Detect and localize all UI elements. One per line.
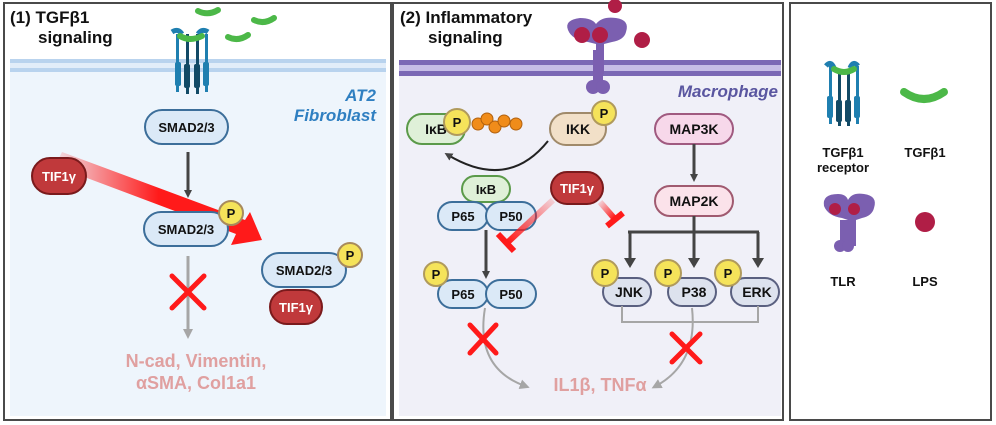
erk-label: ERK — [742, 284, 772, 300]
nfkb-output-arrow — [482, 307, 530, 390]
legend-label-line1: TGFβ1 — [822, 145, 864, 160]
legend-label-lps: LPS — [912, 274, 938, 289]
p65-label: P65 — [451, 287, 474, 302]
smad23-label: SMAD2/3 — [158, 120, 214, 135]
smad23-tif1g-complex: SMAD2/3 P TIF1γ — [261, 242, 363, 325]
erk-node: ERK P — [714, 259, 780, 307]
legend-label-line2: receptor — [816, 160, 870, 175]
panel-legend — [789, 2, 992, 421]
legend-tlr-icon — [823, 193, 875, 252]
blocked-x-icon — [169, 273, 207, 311]
lps-icon — [574, 0, 650, 48]
tif1g-node: TIF1γ — [31, 157, 87, 195]
phospho-icon — [218, 200, 244, 226]
map3k-node: MAP3K — [654, 113, 734, 145]
smad23-node: SMAD2/3 — [144, 109, 229, 145]
mapk-output-arrow — [651, 307, 694, 389]
ikk-label: IKK — [566, 121, 590, 137]
p65-label: P65 — [451, 209, 474, 224]
jnk-label: JNK — [615, 284, 643, 300]
inhibit-nfkb-icon — [495, 197, 556, 254]
ubiquitin-chain-icon — [471, 112, 523, 134]
phospho-label: P — [664, 266, 673, 281]
tgfb1-receptor-icon — [170, 27, 210, 94]
ikk-phosphorylation-arrow — [444, 140, 549, 172]
p50-label: P50 — [499, 287, 522, 302]
phospho-icon — [443, 108, 471, 136]
phospho-label: P — [453, 115, 462, 130]
fibroblast-label-line1: AT2 — [345, 86, 376, 105]
phospho-icon — [423, 261, 449, 287]
legend-tgfb1-icon — [900, 88, 948, 103]
panel1-title-line2: signaling — [38, 28, 113, 47]
ikb-label: IκB — [476, 182, 496, 197]
panel2-title-line2: signaling — [428, 28, 503, 47]
tgfb1-ligand-icon — [195, 7, 277, 43]
phospho-icon — [591, 259, 619, 287]
jnk-node: JNK P — [591, 259, 652, 307]
phospho-icon — [591, 100, 617, 126]
legend-lps-icon — [915, 212, 935, 232]
phospho-label: P — [601, 266, 610, 281]
phospho-nfkb-node: P65 P50 P — [423, 261, 537, 309]
panel2-title: (2) Inflammatory signaling — [400, 8, 532, 48]
legend-label-tgfb1-receptor: TGFβ1 receptor — [806, 145, 880, 175]
mapk-bracket — [621, 306, 759, 323]
phospho-label: P — [724, 266, 733, 281]
map2k-node: MAP2K — [654, 185, 734, 217]
panel1-title-line1: (1) TGFβ1 — [10, 8, 90, 27]
p38-label: P38 — [682, 284, 707, 300]
phospho-icon — [714, 259, 742, 287]
tif1g-label: TIF1γ — [560, 181, 595, 196]
tif1g-label: TIF1γ — [42, 169, 77, 184]
tif1g-node-inflammatory: TIF1γ — [550, 171, 604, 205]
map2k-branch-arrows — [628, 216, 760, 260]
p38-node: P38 P — [654, 259, 717, 307]
legend-label-tlr: TLR — [830, 274, 856, 289]
ikb-degraded-node: IκB P — [406, 108, 523, 145]
phospho-icon — [654, 259, 682, 287]
phospho-label: P — [432, 267, 441, 282]
panel2-title-line1: (2) Inflammatory — [400, 8, 533, 27]
fibroblast-label-line2: Fibroblast — [293, 106, 376, 125]
inhibit-mapk-icon — [597, 200, 625, 229]
macrophage-label: Macrophage — [677, 82, 778, 101]
macrophage-membrane — [399, 60, 781, 76]
complex-smad23-label: SMAD2/3 — [276, 263, 332, 278]
phospho-label: P — [600, 106, 609, 121]
fibrosis-markers-output: N-cad, Vimentin, αSMA, Col1a1 — [96, 350, 296, 394]
blocked-x-icon — [467, 322, 703, 365]
phospho-label: P — [227, 206, 236, 221]
phospho-smad23-label: SMAD2/3 — [158, 222, 214, 237]
phospho-icon — [337, 242, 363, 268]
ikb-degraded-label: IκB — [425, 121, 447, 137]
fibroblast-label: AT2 Fibroblast — [294, 86, 376, 126]
legend-tgfb1-receptor-icon — [824, 60, 860, 126]
map3k-label: MAP3K — [669, 121, 718, 137]
legend-label-tgfb1: TGFβ1 — [904, 145, 946, 160]
complex-tif1g-label: TIF1γ — [279, 300, 314, 315]
cytokines-output: IL1β, TNFα — [553, 375, 647, 395]
panel1-title: (1) TGFβ1 signaling — [10, 8, 113, 48]
output-line2: αSMA, Col1a1 — [135, 373, 257, 393]
phospho-smad23-node: SMAD2/3 P — [143, 200, 244, 247]
output-line1: N-cad, Vimentin, — [125, 351, 267, 371]
phospho-label: P — [346, 248, 355, 263]
map2k-arrowheads — [624, 258, 764, 268]
nfkb-ikb-complex: IκB P65 P50 — [437, 175, 537, 231]
p50-label: P50 — [499, 209, 522, 224]
map2k-label: MAP2K — [669, 193, 718, 209]
ikk-node: IKK P — [549, 100, 617, 146]
